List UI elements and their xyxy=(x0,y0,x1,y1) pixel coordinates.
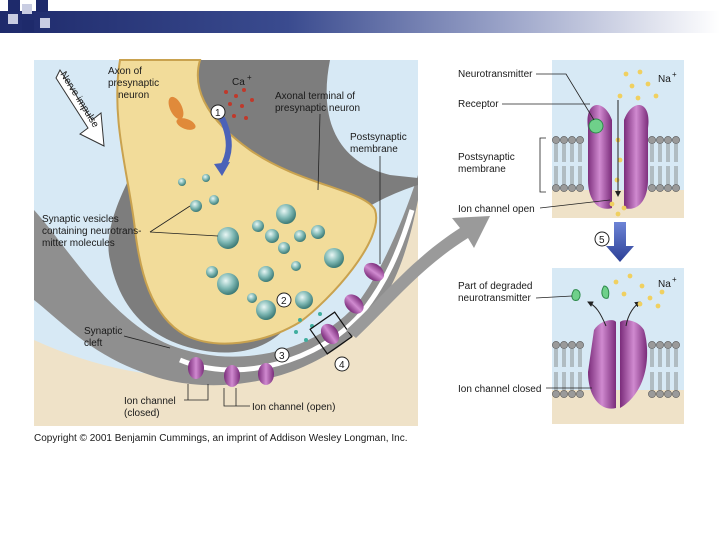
degraded-leader xyxy=(535,295,573,299)
title-bar-square xyxy=(36,0,48,12)
zoom-arrow xyxy=(346,216,490,338)
step-1-marker: 1 xyxy=(210,104,226,120)
degraded-label-line2: neurotransmitter xyxy=(458,293,531,304)
svg-text:3: 3 xyxy=(279,351,285,362)
channel-closed-bracket xyxy=(184,384,209,401)
inset1-lipid-bilayer xyxy=(552,136,680,192)
inset1-na-charge: + xyxy=(672,70,677,79)
terminal-label-line1: Axonal terminal of xyxy=(275,91,355,102)
postsynaptic-cell xyxy=(34,200,418,426)
title-bar-square xyxy=(22,4,32,14)
slide-title-bar xyxy=(0,0,720,40)
axon-label-line3: neuron xyxy=(118,90,149,101)
calcium-channel xyxy=(176,118,196,130)
channel-open-bracket xyxy=(223,388,250,407)
title-bar-square xyxy=(22,20,34,32)
svg-text:1: 1 xyxy=(215,108,221,119)
inset2-release-arrow xyxy=(587,301,607,327)
postsyn-label-line1: Postsynaptic xyxy=(350,132,407,143)
degraded-neurotransmitter-fragment xyxy=(601,285,610,299)
inset1-channel-right xyxy=(624,105,649,209)
ca-charge: + xyxy=(247,73,252,82)
step-3-marker: 3 xyxy=(274,347,290,363)
vesicles-leader xyxy=(149,205,191,233)
inset-channel-closed-label: Ion channel closed xyxy=(458,384,541,395)
receptor-label: Receptor xyxy=(458,99,499,110)
svg-text:5: 5 xyxy=(599,235,605,246)
inset2-na-charge: + xyxy=(672,275,677,284)
inset-postsyn-label-line2: membrane xyxy=(458,164,506,175)
inset2-lipid-bilayer xyxy=(552,341,680,398)
svg-text:2: 2 xyxy=(281,296,287,307)
degraded-neurotransmitter-fragment xyxy=(571,289,581,301)
svg-text:4: 4 xyxy=(339,360,345,371)
axon-label-line2: presynaptic xyxy=(108,78,159,89)
zoom-box xyxy=(309,311,353,355)
step-4-marker: 4 xyxy=(334,356,350,372)
inset2-sodium-ions xyxy=(613,273,665,309)
step-2-marker: 2 xyxy=(276,292,292,308)
channel-closed-label-line2: (closed) xyxy=(124,408,160,419)
synaptic-vesicles xyxy=(178,174,344,320)
terminal-leader xyxy=(317,113,321,191)
cleft-leader xyxy=(123,335,171,349)
released-neurotransmitter xyxy=(294,312,328,342)
synaptic-cleft-band xyxy=(34,175,418,386)
calcium-ions xyxy=(224,88,254,120)
cleft-label-line1: Synaptic xyxy=(84,326,122,337)
inset-channel-open-leader xyxy=(539,199,611,209)
inset-channel-closed: Na + xyxy=(552,268,684,424)
step-5-marker: 5 xyxy=(594,231,610,247)
degraded-label-line1: Part of degraded xyxy=(458,281,533,292)
copyright-notice: Copyright © 2001 Benjamin Cummings, an i… xyxy=(34,433,408,444)
channel-closed-label-line1: Ion channel xyxy=(124,396,176,407)
title-bar-square xyxy=(40,18,50,28)
inset-postsyn-bracket xyxy=(539,137,546,193)
vesicles-label-line1: Synaptic vesicles xyxy=(42,214,119,225)
inset-channel-open-label: Ion channel open xyxy=(458,204,535,215)
inset-postsyn-label-line1: Postsynaptic xyxy=(458,152,515,163)
inset1-na-label: Na xyxy=(658,74,671,85)
main-synapse-panel: Nerve impulse xyxy=(34,59,418,426)
title-bar-gradient xyxy=(0,11,720,33)
step5-arrow xyxy=(606,222,634,262)
vesicles-label-line3: mitter molecules xyxy=(42,238,115,249)
inset-channel-open: Na + xyxy=(552,60,684,218)
neurotransmitter-leader xyxy=(536,73,595,121)
axon-label-line1: Axon of xyxy=(108,66,142,77)
calcium-influx-arrowhead xyxy=(214,162,230,176)
channel-open-label: Ion channel (open) xyxy=(252,402,335,413)
calcium-channel xyxy=(168,96,184,120)
ca-label: Ca xyxy=(232,77,245,88)
inset1-sodium-ions xyxy=(609,69,659,217)
terminal-label-line2: presynaptic neuron xyxy=(275,103,360,114)
inset2-channel-right xyxy=(620,320,648,408)
cleft-label-line2: cleft xyxy=(84,338,103,349)
vesicles-label-line2: containing neurotrans- xyxy=(42,226,142,237)
neurotransmitter-label: Neurotransmitter xyxy=(458,69,533,80)
title-bar-square xyxy=(8,14,18,24)
ion-channels xyxy=(188,262,385,387)
vesicles-leader xyxy=(149,231,219,237)
inset1-bound-neurotransmitter xyxy=(588,118,604,134)
title-bar-square xyxy=(8,0,20,12)
postsyn-label-line2: membrane xyxy=(350,144,398,155)
inset2-channel-left xyxy=(588,320,616,409)
inset2-na-label: Na xyxy=(658,279,671,290)
